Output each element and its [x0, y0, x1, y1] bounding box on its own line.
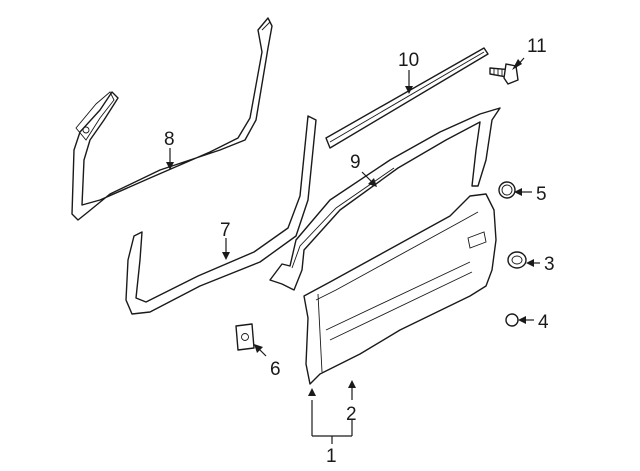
callout-2: 2 [346, 404, 357, 425]
callout-1: 1 [326, 446, 337, 467]
part-8-weatherstrip [71, 17, 273, 221]
leader-lines [166, 57, 540, 444]
part-5-plug [498, 181, 516, 199]
part-2-door-shell [303, 193, 497, 385]
callout-9: 9 [350, 152, 361, 173]
part-4-clip [505, 313, 519, 327]
part-10-belt-molding [325, 47, 489, 149]
callout-8: 8 [164, 129, 175, 150]
part-3-stopper [507, 251, 527, 269]
part-11-bolt [489, 63, 519, 85]
callout-10: 10 [398, 50, 419, 71]
callout-3: 3 [544, 254, 555, 275]
callout-5: 5 [536, 184, 547, 205]
callout-7: 7 [220, 220, 231, 241]
callout-4: 4 [538, 312, 549, 333]
part-7-weatherstrip [125, 115, 317, 315]
part-9-door-frame [269, 107, 501, 291]
callout-6: 6 [270, 359, 281, 380]
part-6-pad [235, 323, 255, 351]
callout-11: 11 [527, 36, 547, 57]
